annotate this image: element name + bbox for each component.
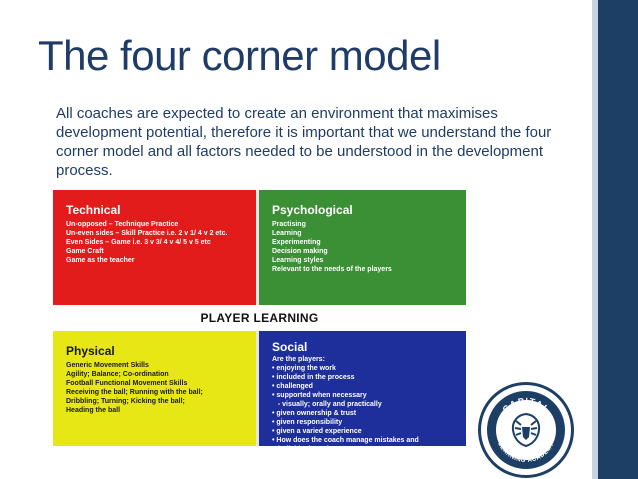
physical-item: Football Functional Movement Skills (66, 380, 188, 387)
psychological-item: Relevant to the needs of the players (272, 266, 392, 273)
social-item: • challenged (272, 383, 313, 390)
psychological-title: Psychological (272, 203, 353, 217)
player-learning-label: PLAYER LEARNING (200, 311, 319, 325)
physical-item: Dribbling; Turning; Kicking the ball; (66, 398, 185, 405)
social-item: individual needs? (272, 446, 337, 453)
psychological-item: Learning (272, 230, 302, 237)
social-item: • supported when necessary (272, 392, 367, 399)
logo-text-ring: CAPITAL LEARNING ACADEMY (496, 396, 555, 464)
technical-item: Even Sides – Game i.e. 3 v 3/ 4 v 4/ 5 v… (66, 239, 211, 246)
social-title: Social (272, 340, 308, 354)
sidebar-edge (592, 0, 598, 479)
physical-item: Heading the ball (66, 407, 121, 414)
logo-bottom-text: LEARNING ACADEMY (496, 441, 555, 464)
physical-item: Agility; Balance; Co-ordination (66, 371, 169, 378)
psychological-item: Decision making (272, 248, 328, 255)
physical-item: Generic Movement Skills (66, 362, 149, 369)
technical-quadrant: Technical Un-opposed – Technique Practic… (53, 190, 256, 305)
psychological-quadrant: Psychological Practising Learning Experi… (259, 190, 466, 305)
physical-title: Physical (66, 344, 115, 358)
svg-text:CAPITAL: CAPITAL (500, 396, 551, 415)
logo-ring (487, 391, 565, 469)
social-item: • given a varied experience (272, 428, 362, 435)
psychological-item: Practising (272, 221, 306, 228)
four-corner-diagram: Technical Un-opposed – Technique Practic… (53, 190, 466, 453)
logo-top-text: CAPITAL (500, 396, 550, 415)
social-item: • How does the coach manage mistakes and (272, 437, 419, 444)
slide-title: The four corner model (38, 32, 441, 79)
social-item: Are the players: (272, 356, 325, 363)
technical-title: Technical (66, 203, 121, 217)
technical-item: Un-opposed – Technique Practice (66, 221, 179, 228)
social-item: • given ownership & trust (272, 410, 357, 417)
physical-item: Receiving the ball; Running with the bal… (66, 389, 203, 396)
physical-quadrant: Physical Generic Movement Skills Agility… (53, 331, 256, 446)
technical-item: Game as the teacher (66, 257, 135, 264)
psychological-item: Experimenting (272, 239, 321, 246)
svg-text:LEARNING ACADEMY: LEARNING ACADEMY (496, 441, 555, 464)
social-quadrant: Social Are the players: • enjoying the w… (259, 331, 466, 453)
technical-item: Un-even sides – Skill Practice i.e. 2 v … (66, 230, 228, 237)
social-item: - visually; orally and practically (272, 401, 382, 408)
social-item: • given responsibility (272, 419, 343, 426)
social-item: • included in the process (272, 374, 355, 381)
intro-paragraph: All coaches are expected to create an en… (56, 105, 552, 179)
technical-item: Game Craft (66, 248, 104, 255)
center-band (53, 305, 466, 331)
slide-sidebar (598, 0, 638, 479)
social-item: • enjoying the work (272, 365, 336, 372)
psychological-item: Learning styles (272, 257, 324, 264)
capital-learning-academy-logo: CAPITAL LEARNING ACADEMY (478, 382, 574, 478)
lion-head-icon (511, 412, 541, 448)
